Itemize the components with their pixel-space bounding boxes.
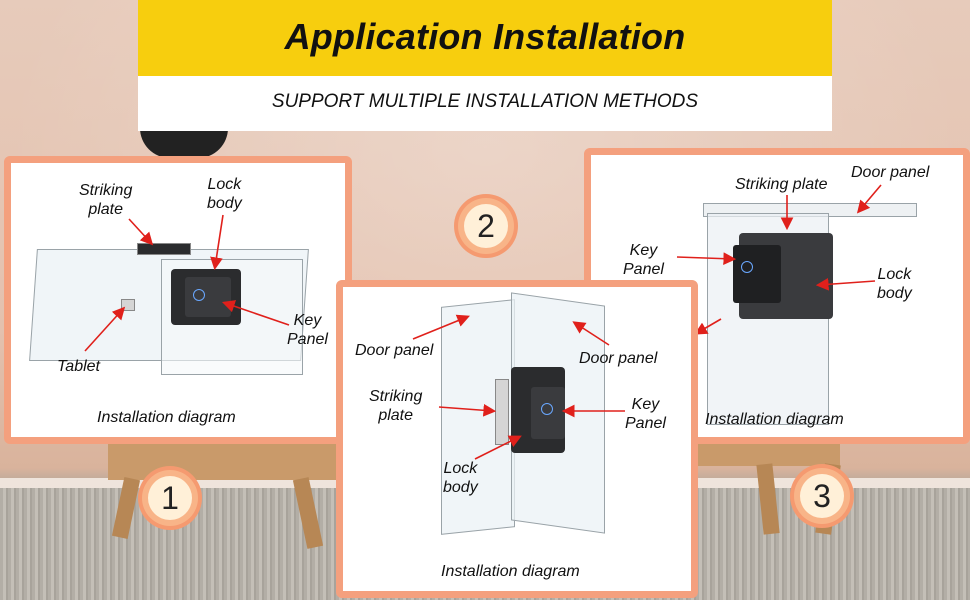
panel-installation-1: Striking plate Lock body Key Panel Table… (4, 156, 352, 444)
key-panel-part (531, 387, 565, 439)
fingerprint-icon (741, 261, 753, 273)
badge-2-number: 2 (464, 204, 508, 248)
label-striking-plate: Striking plate (735, 176, 828, 193)
page-subtitle: SUPPORT MULTIPLE INSTALLATION METHODS (271, 91, 699, 112)
caption-installation-diagram: Installation diagram (97, 409, 236, 426)
badge-1: 1 (142, 470, 198, 526)
panel-installation-2: Door panel Door panel Striking plate Key… (336, 280, 698, 598)
lamp (140, 128, 228, 158)
header-subbanner: SUPPORT MULTIPLE INSTALLATION METHODS (138, 76, 832, 131)
label-key-panel: Key Panel (287, 312, 328, 348)
label-tablet: Tablet (57, 358, 100, 375)
label-lock-body: Lock body (877, 266, 912, 302)
fingerprint-icon (541, 403, 553, 415)
page-title: Application Installation (284, 16, 686, 57)
header-banner: Application Installation (138, 0, 832, 76)
label-lock-body: Lock body (207, 176, 242, 212)
label-striking-plate: Striking plate (369, 388, 423, 424)
fingerprint-icon (193, 289, 205, 301)
caption-installation-diagram: Installation diagram (441, 563, 580, 580)
label-door-panel-right: Door panel (579, 350, 658, 367)
label-lock-body: Lock body (443, 460, 478, 496)
label-door-panel: Door panel (851, 164, 930, 181)
badge-3-number: 3 (800, 474, 844, 518)
pointer-arrows (676, 184, 882, 335)
key-panel-part (733, 245, 781, 303)
label-key-panel: Key Panel (625, 396, 666, 432)
caption-installation-diagram: Installation diagram (705, 411, 844, 428)
pointer-arrows (84, 214, 290, 352)
badge-1-number: 1 (148, 476, 192, 520)
badge-3: 3 (794, 468, 850, 524)
label-striking-plate: Striking plate (79, 182, 133, 218)
pointer-arrows (412, 314, 625, 460)
striking-plate-part (137, 243, 191, 255)
badge-2: 2 (458, 198, 514, 254)
label-door-panel-left: Door panel (355, 342, 434, 359)
label-key-panel: Key Panel (623, 242, 664, 278)
